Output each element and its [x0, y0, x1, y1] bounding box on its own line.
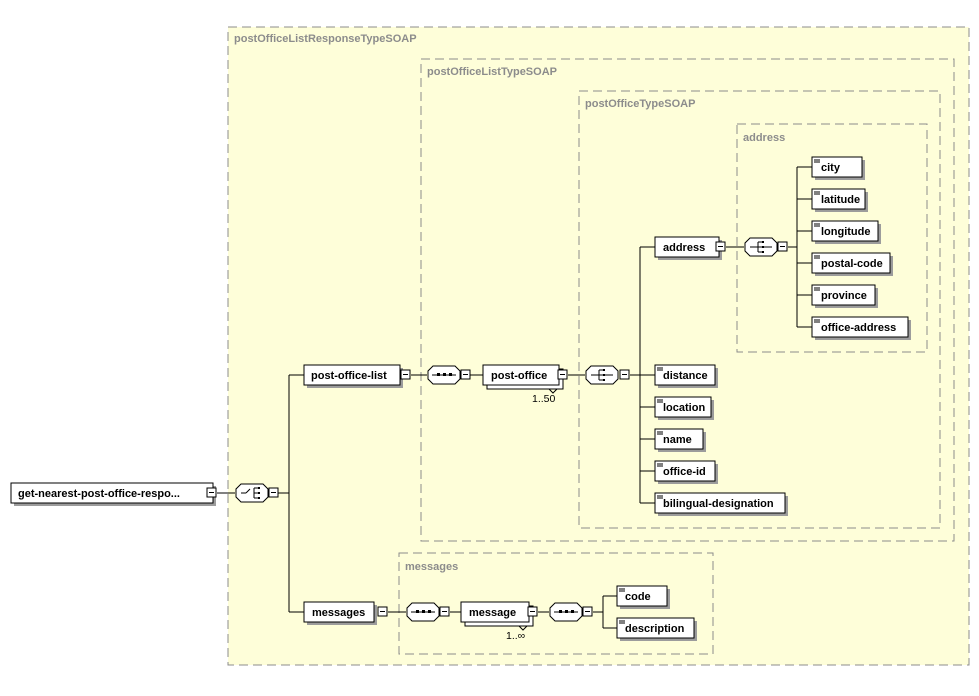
group-response-type-label: postOfficeListResponseTypeSOAP — [234, 33, 417, 45]
element-province[interactable]: province — [811, 284, 878, 308]
element-office-address-label: office-address — [821, 322, 896, 334]
collapse-toggle-post-office-list-sequence[interactable] — [460, 369, 471, 380]
element-postal-code[interactable]: postal-code — [811, 252, 893, 276]
collapse-toggle-messages[interactable] — [377, 606, 388, 617]
repeat-marker-message — [518, 625, 528, 631]
repeat-marker-post-office — [548, 388, 558, 394]
sequence-compositor-messages — [406, 602, 440, 622]
collapse-toggle-root-choice[interactable] — [268, 487, 279, 498]
collapse-toggle-message[interactable] — [527, 606, 538, 617]
group-list-type — [420, 58, 955, 542]
cardinality-post-office: 1..50 — [532, 393, 556, 405]
element-longitude-label: longitude — [821, 226, 871, 238]
group-address-label: address — [743, 132, 785, 144]
element-office-address[interactable]: office-address — [811, 316, 911, 340]
element-post-office[interactable]: post-office — [482, 364, 564, 390]
collapse-toggle-address-choice[interactable] — [777, 241, 788, 252]
element-latitude[interactable]: latitude — [811, 188, 868, 212]
collapse-toggle-post-office-list[interactable] — [400, 369, 411, 380]
collapse-toggle-post-office-choice[interactable] — [619, 369, 630, 380]
sequence-compositor-message — [549, 602, 583, 622]
element-location[interactable]: location — [654, 396, 714, 420]
element-message[interactable]: message — [460, 601, 534, 627]
element-address-label: address — [663, 242, 705, 254]
element-description[interactable]: description — [616, 617, 697, 641]
choice-compositor-post-office — [585, 365, 619, 385]
element-postal-code-label: postal-code — [821, 258, 883, 270]
element-latitude-label: latitude — [821, 194, 860, 206]
element-distance[interactable]: distance — [654, 364, 718, 388]
collapse-toggle-messages-sequence[interactable] — [439, 606, 450, 617]
collapse-toggle-address[interactable] — [715, 241, 726, 252]
choice-compositor-root — [235, 483, 269, 503]
connector-lines — [217, 166, 812, 629]
collapse-toggle-post-office[interactable] — [557, 369, 568, 380]
element-office-id[interactable]: office-id — [654, 460, 718, 484]
group-address — [736, 123, 928, 353]
element-bilingual-designation-label: bilingual-designation — [663, 498, 774, 510]
element-messages-label: messages — [312, 607, 365, 619]
element-province-label: province — [821, 290, 867, 302]
element-bilingual-designation[interactable]: bilingual-designation — [654, 492, 788, 516]
cardinality-message: 1..∞ — [506, 630, 525, 642]
sequence-compositor-post-office-list — [427, 365, 461, 385]
expand-toggle-root[interactable] — [206, 487, 217, 498]
collapse-toggle-message-sequence[interactable] — [582, 606, 593, 617]
element-longitude[interactable]: longitude — [811, 220, 881, 244]
element-name-label: name — [663, 434, 692, 446]
group-office-type — [578, 90, 941, 529]
element-city-label: city — [821, 162, 841, 174]
element-post-office-list[interactable]: post-office-list — [303, 364, 403, 388]
element-message-label: message — [469, 607, 516, 619]
element-messages[interactable]: messages — [303, 601, 377, 625]
element-office-id-label: office-id — [663, 466, 706, 478]
element-root[interactable]: get-nearest-post-office-respo... — [10, 482, 216, 506]
group-messages — [398, 552, 714, 655]
group-list-type-label: postOfficeListTypeSOAP — [427, 66, 557, 78]
element-code[interactable]: code — [616, 585, 670, 609]
element-post-office-list-label: post-office-list — [311, 370, 387, 382]
choice-compositor-address — [744, 237, 778, 257]
element-address[interactable]: address — [654, 236, 722, 260]
element-distance-label: distance — [663, 370, 708, 382]
group-messages-label: messages — [405, 561, 458, 573]
element-location-label: location — [663, 402, 705, 414]
element-city[interactable]: city — [811, 156, 865, 180]
element-name[interactable]: name — [654, 428, 706, 452]
group-office-type-label: postOfficeTypeSOAP — [585, 98, 695, 110]
group-response-type — [227, 26, 970, 666]
element-root-label: get-nearest-post-office-respo... — [18, 488, 180, 500]
element-description-label: description — [625, 623, 685, 635]
element-post-office-label: post-office — [491, 370, 547, 382]
element-code-label: code — [625, 591, 651, 603]
